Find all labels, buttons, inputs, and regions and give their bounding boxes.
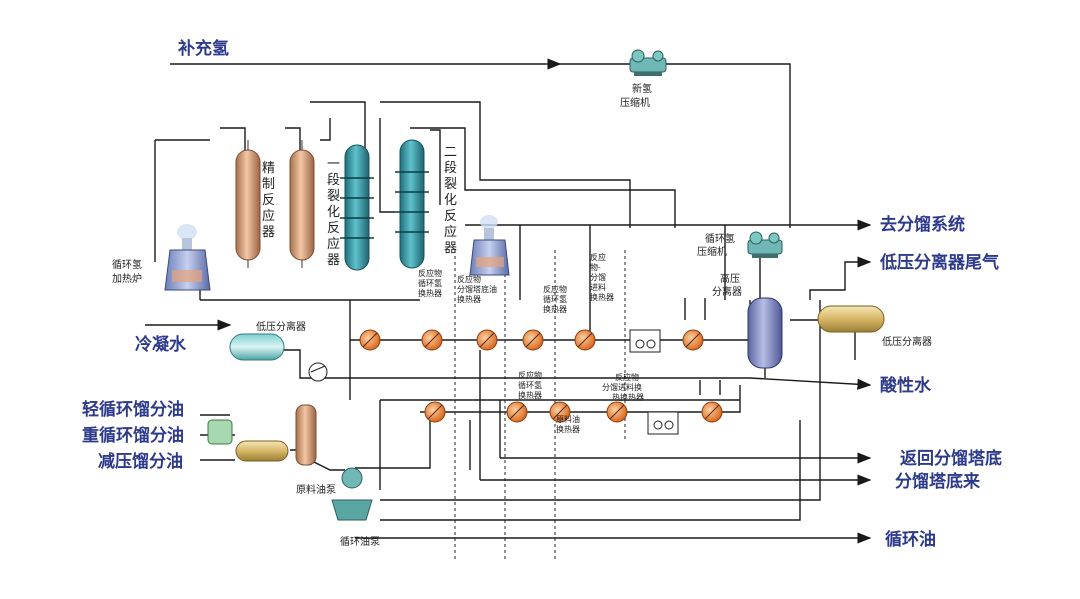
label-feed-pump: 原料油泵 bbox=[296, 483, 336, 496]
feed-filter bbox=[235, 440, 289, 462]
label-hx-feed-oil: 原料油 换热器 bbox=[556, 414, 583, 434]
condensate-pump bbox=[308, 362, 328, 382]
label-recycle-h2-furnace: 循环氢 加热炉 bbox=[112, 258, 145, 285]
feed-surge-drum bbox=[295, 404, 317, 466]
heat-exchanger bbox=[606, 401, 628, 423]
reaction-furnace bbox=[469, 215, 510, 276]
label-to-fractionation: 去分馏系统 bbox=[880, 214, 965, 235]
label-new-h2-compressor: 新氢 压缩机 bbox=[620, 82, 655, 109]
label-sour-water: 酸性水 bbox=[880, 375, 932, 396]
label-from-bottom: 分馏塔底来 bbox=[895, 471, 981, 492]
label-condensate-water: 冷凝水 bbox=[135, 334, 187, 355]
high-pressure-separator bbox=[747, 297, 783, 369]
label-new-h2-compressor-l1: 新氢 bbox=[632, 82, 652, 95]
heat-exchanger bbox=[506, 401, 528, 423]
label-recycle-h2-compressor: 循环氢 压缩机 bbox=[697, 232, 738, 258]
label-first-stage-cracking: 一 段 裂 化 反 应 器 bbox=[327, 157, 344, 268]
heat-exchanger bbox=[682, 329, 704, 351]
label-recycle-oil: 循环油 bbox=[885, 529, 936, 550]
label-lp-separator-left: 低压分离器 bbox=[256, 320, 306, 333]
labels: 补充氢 新氢 压缩机 去分馏系统 低压分离器尾气 酸性水 返回分馏塔底 分馏塔底… bbox=[82, 38, 1002, 550]
label-hx-reactant-recycle-h2-2: 反应物 循环氢 换热器 bbox=[543, 284, 570, 314]
label-makeup-h2: 补充氢 bbox=[177, 38, 229, 59]
air-cooler-lower bbox=[647, 411, 679, 435]
heat-exchanger bbox=[549, 401, 571, 423]
label-lp-separator-right: 低压分离器 bbox=[882, 335, 932, 348]
label-refining-reactor: 精 制 反 应 器 bbox=[262, 161, 279, 240]
heat-exchanger bbox=[421, 329, 443, 351]
label-vacuum-distillate: 减压馏分油 bbox=[98, 451, 183, 472]
heat-exchanger-row-lower bbox=[424, 401, 723, 423]
label-hx-reactant-recycle-h2: 反应物 循环氢 换热器 bbox=[418, 268, 445, 298]
label-hx-reactant-fract-feed: 反应 物- 分馏 进料 换热器 bbox=[590, 252, 614, 302]
second-stage-cracking-reactor bbox=[395, 139, 429, 269]
label-hx-reactant-fract-feed-lower: 反应物- 分馏进料换 热换热器 bbox=[602, 372, 645, 402]
first-stage-cracking-reactor bbox=[340, 144, 374, 271]
refining-reactor-1 bbox=[235, 140, 261, 268]
feed-buffer-tank bbox=[207, 419, 233, 445]
heat-exchanger bbox=[476, 329, 498, 351]
pipe-network bbox=[145, 58, 872, 560]
low-pressure-separator-right-vessel bbox=[817, 305, 885, 333]
label-return-to-bottom: 返回分馏塔底 bbox=[900, 448, 1002, 469]
new-hydrogen-compressor bbox=[629, 49, 667, 76]
label-light-cycle-oil: 轻循环馏分油 bbox=[82, 399, 184, 420]
refining-reactor-2 bbox=[289, 140, 315, 268]
label-hx-reactant-bottom-feed: 反应物 分馏塔底油 换热器 bbox=[457, 274, 500, 304]
recycle-hydrogen-compressor bbox=[747, 231, 783, 258]
label-new-h2-compressor-l2: 压缩机 bbox=[620, 96, 650, 109]
recycle-oil-pump bbox=[331, 467, 373, 521]
low-pressure-separator-left-vessel bbox=[229, 333, 285, 361]
label-hx-reactant-recycle-h2-lower: 反应物 循环氢 换热器 bbox=[518, 370, 545, 400]
heat-exchanger-row-upper bbox=[359, 329, 704, 351]
heat-exchanger bbox=[424, 401, 446, 423]
heat-exchanger bbox=[574, 329, 596, 351]
recycle-hydrogen-furnace bbox=[164, 224, 211, 291]
label-heavy-cycle-oil: 重循环馏分油 bbox=[82, 425, 184, 446]
label-recycle-oil-pump: 循环油泵 bbox=[340, 535, 380, 548]
air-cooler-upper bbox=[629, 329, 661, 353]
label-hp-separator: 高压 分离器 bbox=[712, 272, 743, 298]
label-lp-separator-offgas: 低压分离器尾气 bbox=[879, 252, 999, 273]
heat-exchanger bbox=[701, 401, 723, 423]
label-second-stage-cracking: 二 段 裂 化 反 应 器 bbox=[444, 145, 461, 256]
heat-exchanger bbox=[522, 329, 544, 351]
heat-exchanger bbox=[359, 329, 381, 351]
